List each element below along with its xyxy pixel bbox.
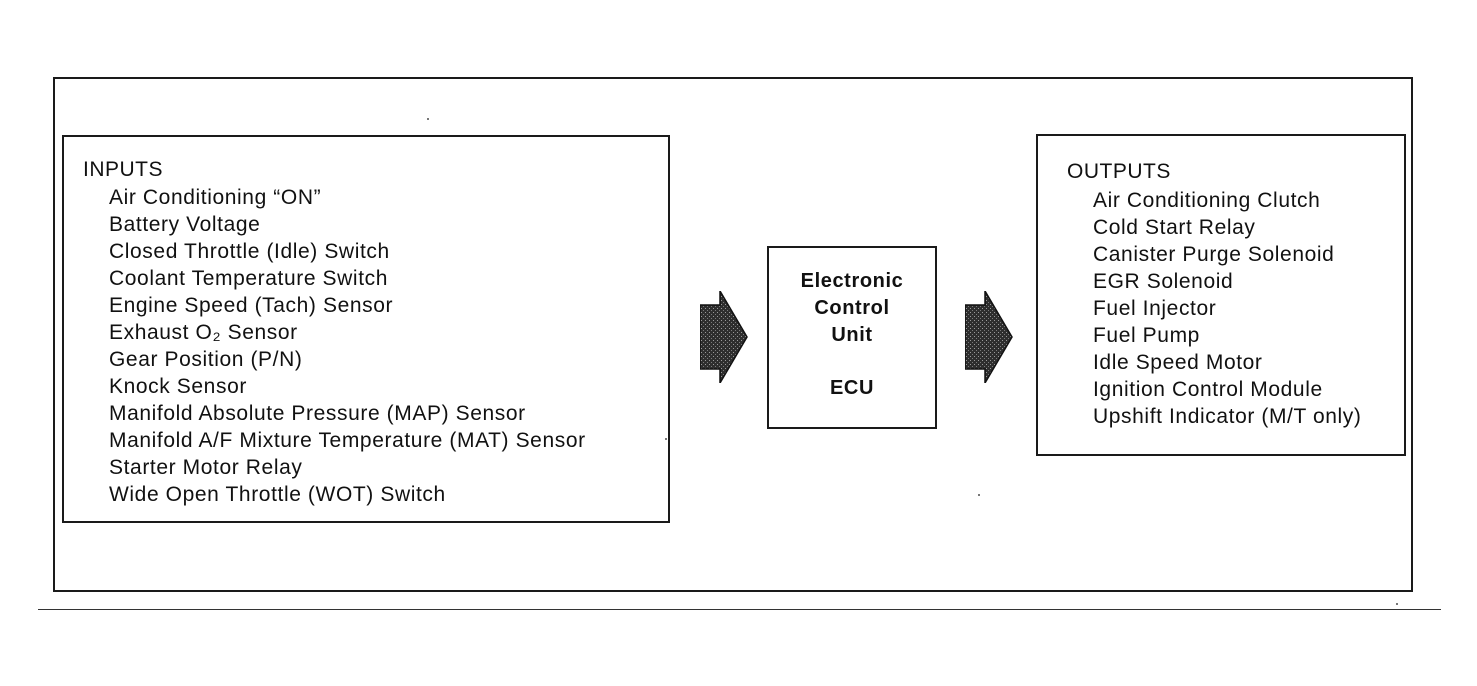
input-item: Manifold Absolute Pressure (MAP) Sensor — [109, 402, 526, 425]
output-item: Fuel Pump — [1093, 324, 1200, 347]
input-item: Air Conditioning “ON” — [109, 186, 322, 209]
ecu-abbreviation: ECU — [829, 377, 875, 399]
base-rule — [38, 609, 1441, 610]
input-item: Exhaust O₂ Sensor — [109, 321, 298, 344]
diagram-frame — [53, 77, 1413, 592]
ecu-line-2: Control — [814, 297, 890, 319]
scan-speck — [665, 438, 667, 440]
outputs-title: OUTPUTS — [1067, 160, 1171, 183]
output-item: Ignition Control Module — [1093, 378, 1323, 401]
input-item: Gear Position (P/N) — [109, 348, 303, 371]
scan-speck — [1396, 603, 1398, 605]
ecu-name: Electronic Control Unit — [769, 248, 935, 349]
ecu-line-3: Unit — [831, 324, 873, 346]
ecu-line-1: Electronic — [800, 270, 904, 292]
input-item: Closed Throttle (Idle) Switch — [109, 240, 390, 263]
output-item: Idle Speed Motor — [1093, 351, 1263, 374]
output-item: Air Conditioning Clutch — [1093, 189, 1321, 212]
inputs-title: INPUTS — [83, 158, 164, 181]
input-item: Coolant Temperature Switch — [109, 267, 389, 290]
input-item: Wide Open Throttle (WOT) Switch — [109, 483, 446, 506]
scan-speck — [978, 494, 980, 496]
output-item: Fuel Injector — [1093, 297, 1217, 320]
outputs-list: Air Conditioning Clutch Cold Start Relay… — [1093, 187, 1362, 430]
inputs-panel: INPUTS Air Conditioning “ON” Battery Vol… — [62, 135, 670, 523]
input-item: Manifold A/F Mixture Temperature (MAT) S… — [109, 429, 586, 452]
input-item: Battery Voltage — [109, 213, 261, 236]
output-item: Upshift Indicator (M/T only) — [1093, 405, 1362, 428]
ecu-box: Electronic Control Unit ECU — [767, 246, 937, 429]
inputs-list: Air Conditioning “ON” Battery Voltage Cl… — [109, 184, 586, 508]
input-item: Knock Sensor — [109, 375, 247, 398]
scan-speck — [427, 118, 429, 120]
outputs-panel: OUTPUTS Air Conditioning Clutch Cold Sta… — [1036, 134, 1406, 456]
input-item: Engine Speed (Tach) Sensor — [109, 294, 394, 317]
output-item: Canister Purge Solenoid — [1093, 243, 1335, 266]
input-item: Starter Motor Relay — [109, 456, 303, 479]
output-item: EGR Solenoid — [1093, 270, 1234, 293]
right-arrow-icon — [699, 288, 748, 388]
output-item: Cold Start Relay — [1093, 216, 1256, 239]
right-arrow-icon — [964, 288, 1013, 388]
